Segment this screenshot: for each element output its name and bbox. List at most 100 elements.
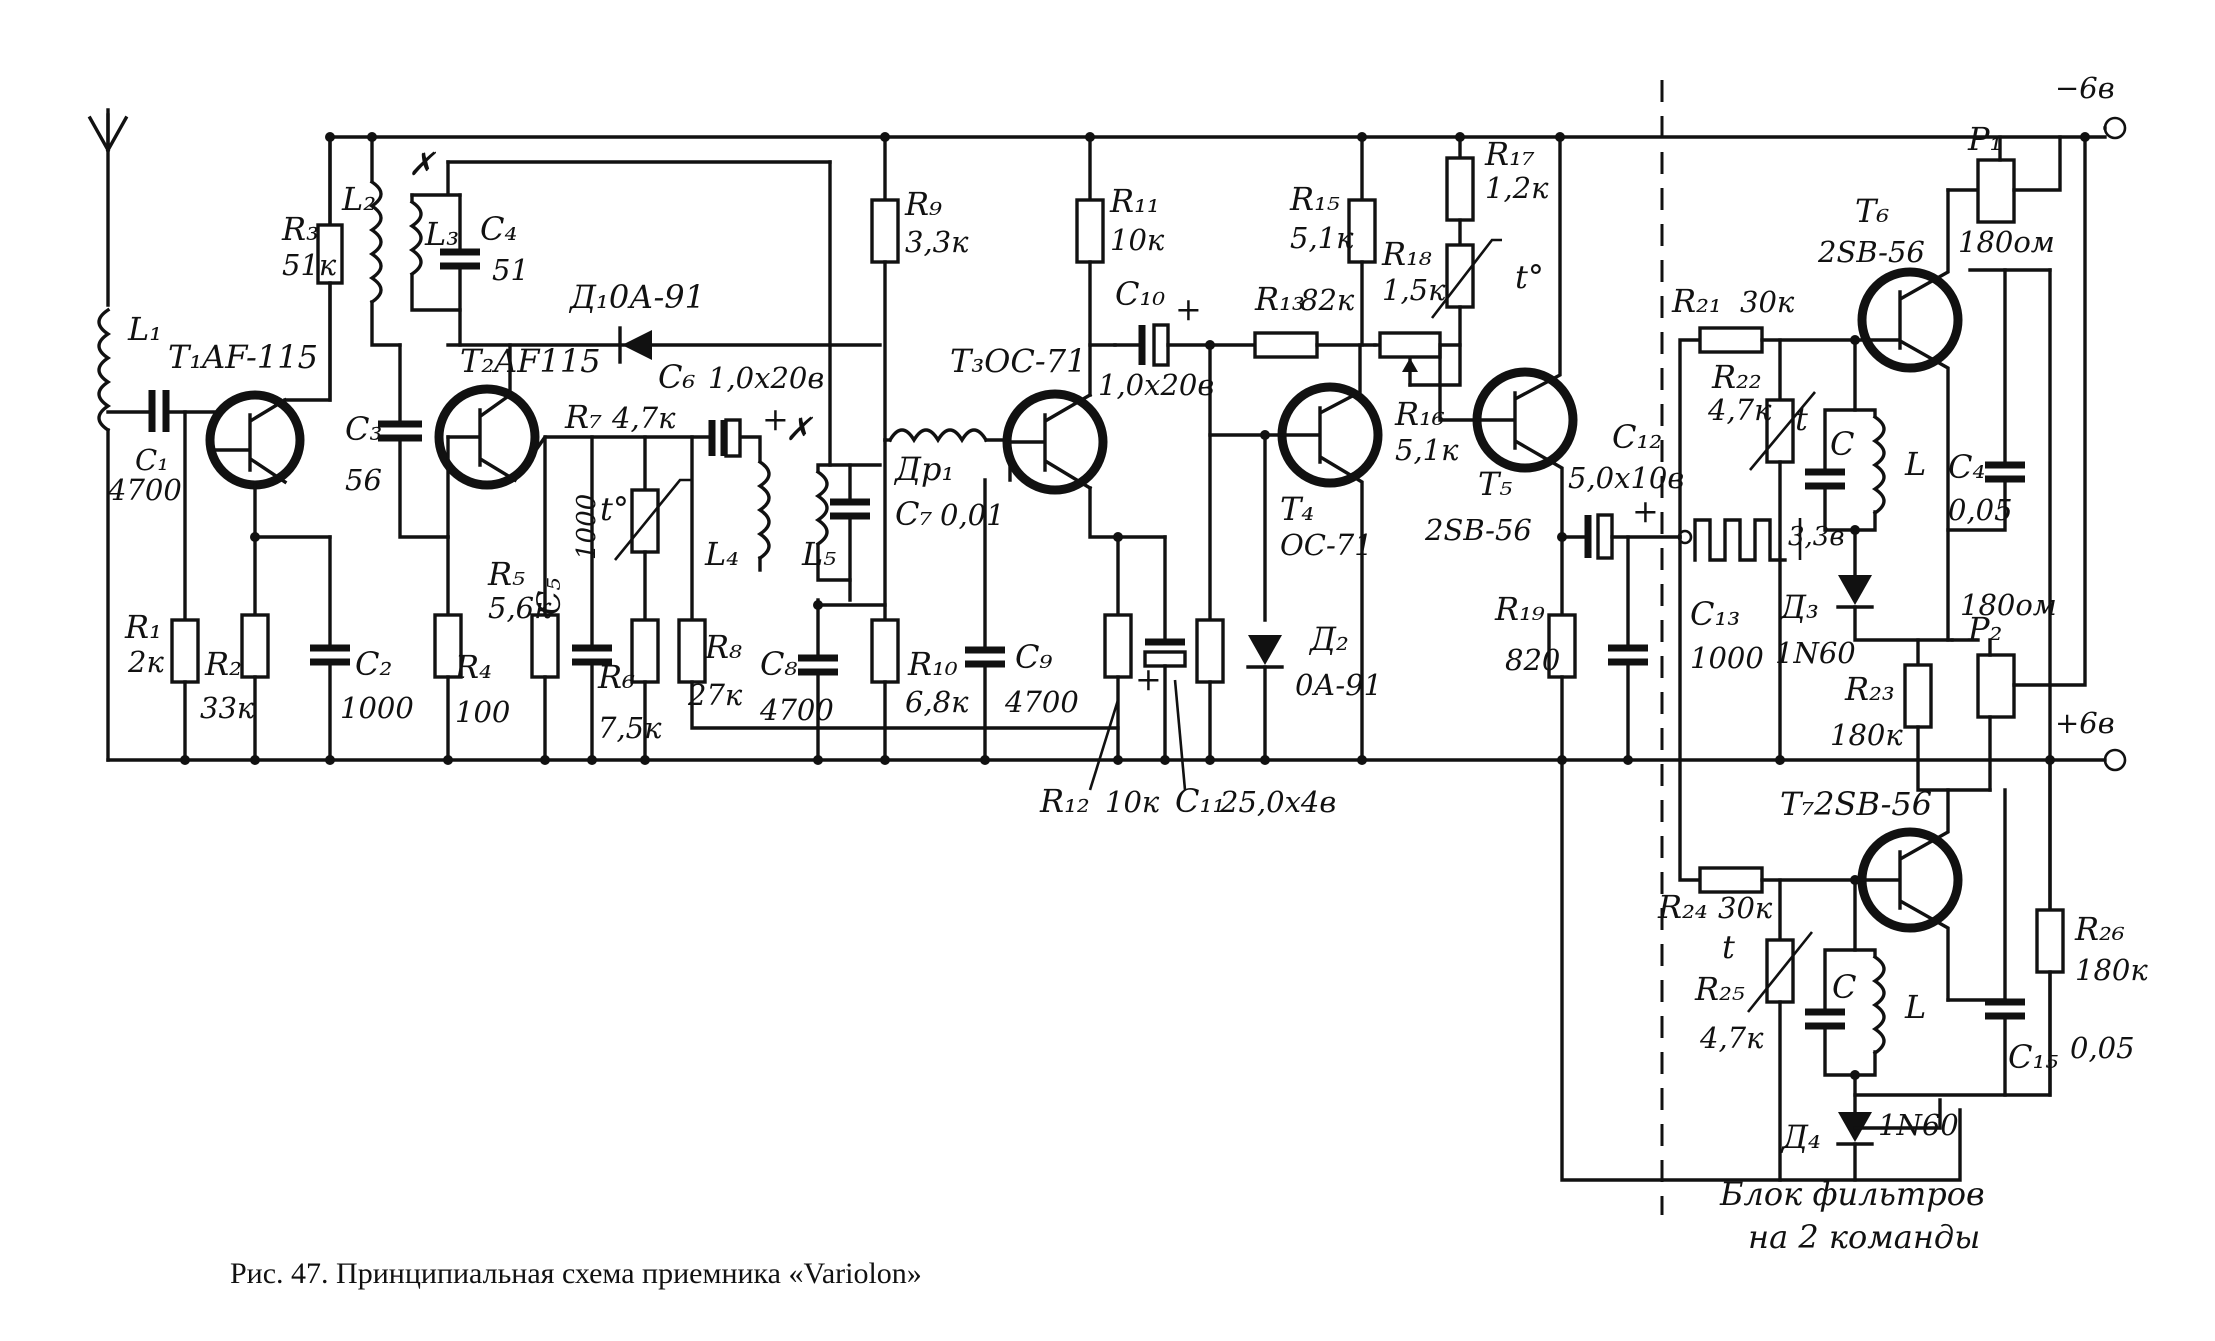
C5-name: C₅ [530,578,568,615]
capacitor-C2: C₂ 1000 [310,535,414,762]
C5-value: 1000 [572,494,602,560]
resistor-R4: R₄ 100 [433,535,510,762]
C4a-value: 51 [492,253,529,287]
C-upper-label: C [1830,425,1854,463]
transistor-T4: T₄ ОС-71 [1263,343,1383,762]
R2-value: 33к [200,691,255,725]
T3-label: T₃ОС-71 [950,342,1086,380]
R19-value: 820 [1505,643,1560,677]
L4-adjust-mark: ✗ [785,410,814,448]
L2-label: L₂ [341,180,376,218]
C8-name: C₈ [760,645,797,683]
D4-value: 1N60 [1878,1108,1959,1142]
capacitor-C11: + C₁₁ 25,0x4в [1135,535,1336,820]
filter-block-label-line1: Блок фильтров [1719,1175,1985,1213]
negative-rail: −6в [328,71,2127,140]
R12-name: R₁₂ [1039,782,1090,820]
P1-name: P₁ [1967,120,2002,158]
D3-name: Д₃ [1778,588,1819,626]
thermistor-branch: t° R₆ 7,5к [597,435,692,762]
C4b-value: 0,05 [1948,493,2013,527]
resistor-R24: R₂₄ 30к [1657,866,1857,926]
R13-name: R₁₃ [1254,280,1305,318]
P1-value: 180ом [1958,225,2055,259]
relay-P1: P₁ 180ом [1946,120,2062,259]
C6-name: C₆ [658,358,695,396]
T4-value: ОС-71 [1280,528,1373,562]
P2-name: P₂ [1967,610,2002,648]
resistor-R1: R₁ 2к [124,410,200,762]
transistor-T5: T₅ 2SB-56 [1424,135,1578,617]
C4b-name: C₄ [1948,448,1985,486]
resistor-R15: R₁₅ 5,1к [1289,135,1377,347]
resistor-R10: R₁₀ 6,8к [870,438,969,762]
C3-name: C₃ [345,410,382,448]
resistor-R13: R₁₃ 82к [1208,280,1377,359]
resistor-R25: t R₂₅ 4,7к [1694,878,1814,1182]
capacitor-C5: C₅ 1000 [530,435,612,762]
C4a-name: C₄ [480,210,517,248]
R25-t: t [1722,928,1735,966]
R26-name: R₂₆ [2074,910,2125,948]
resistor-R17: R₁₇ 1,2к [1445,135,1549,247]
antenna-icon [87,108,129,153]
resistor-R23: R₂₃ 180к [1830,638,1992,792]
T5-name: T₅ [1478,465,1512,503]
C1-name: C₁ [135,443,169,477]
C13-name: C₁₃ [1690,595,1740,633]
T2-label: T₂AF115 [460,342,601,380]
T5-value: 2SB-56 [1424,513,1532,547]
D2-name: Д₂ [1308,620,1349,658]
C13-value: 1000 [1690,641,1764,675]
R12-value: 10к [1105,785,1160,819]
R5-value: 5,6к [488,591,552,625]
R4-name: R₄ [454,648,492,686]
capacitor-C8: C₈ 4700 [759,598,887,762]
R25-value: 4,7к [1699,1021,1764,1055]
resistor-R2: R₂ 33к [200,535,270,762]
R23-value: 180к [1830,718,1903,752]
R11-value: 10к [1110,223,1165,257]
R15-name: R₁₅ [1289,180,1340,218]
capacitor-C3: C₃ 56 [345,343,450,539]
resistor-R9: R₉ 3,3к [870,135,969,442]
R22-value: 4,7к [1707,393,1772,427]
R19-name: R₁₉ [1494,590,1545,628]
diode-D3: Д₃ 1N60 [1775,528,1954,670]
resistor-R22: t R₂₂ 4,7к [1707,338,1816,762]
R3-value: 51к [282,248,337,282]
C11-name: C₁₁ [1175,782,1225,820]
C15-value: 0,05 [2070,1031,2135,1065]
inductor-L4: L₄ ✗ [704,410,814,573]
R9-name: R₉ [904,185,942,223]
R4-value: 100 [455,695,510,729]
R24-value: 30к [1718,891,1773,925]
R1-name: R₁ [124,608,162,646]
potentiometer-R18: R₁₈ 1,5к [1373,235,1462,387]
tank-L5: L₅ [801,160,882,602]
D2-value: 0А-91 [1295,668,1382,702]
R15-value: 5,1к [1290,221,1354,255]
pulse-amplitude: 3,3в [1788,522,1844,552]
T7-label: T₇2SB-56 [1780,785,1932,823]
L5-label: L₅ [801,535,836,573]
R17-value: 1,2к [1485,171,1549,205]
T1-label: T₁AF-115 [168,338,318,376]
tank-LC-upper: C L [1805,338,1926,532]
L3-label: L₃ [424,215,459,253]
DR1-label: Др₁ [893,450,954,488]
diode-D2: Д₂ 0А-91 [1246,620,1382,762]
C9-name: C₉ [1015,638,1052,676]
resistor-R11: R₁₁ 10к [1075,135,1165,347]
resistor-R5: R₅ 5,6к [487,435,560,762]
figure-caption: Рис. 47. Принципиальная схема приемника … [230,1257,922,1290]
t-degree-label-2: t° [1515,258,1544,296]
R17-name: R₁₇ [1484,135,1535,173]
R7-name: R₇ [564,398,602,436]
L-upper-label: L [1904,445,1926,483]
capacitor-C10: + C₁₀ 1,0x20в [1098,275,1214,402]
inductor-L2: L₂ [341,135,402,347]
transistor-T2: T₂AF115 [434,342,882,539]
diode-D1: Д₁0А-91 [568,278,705,364]
